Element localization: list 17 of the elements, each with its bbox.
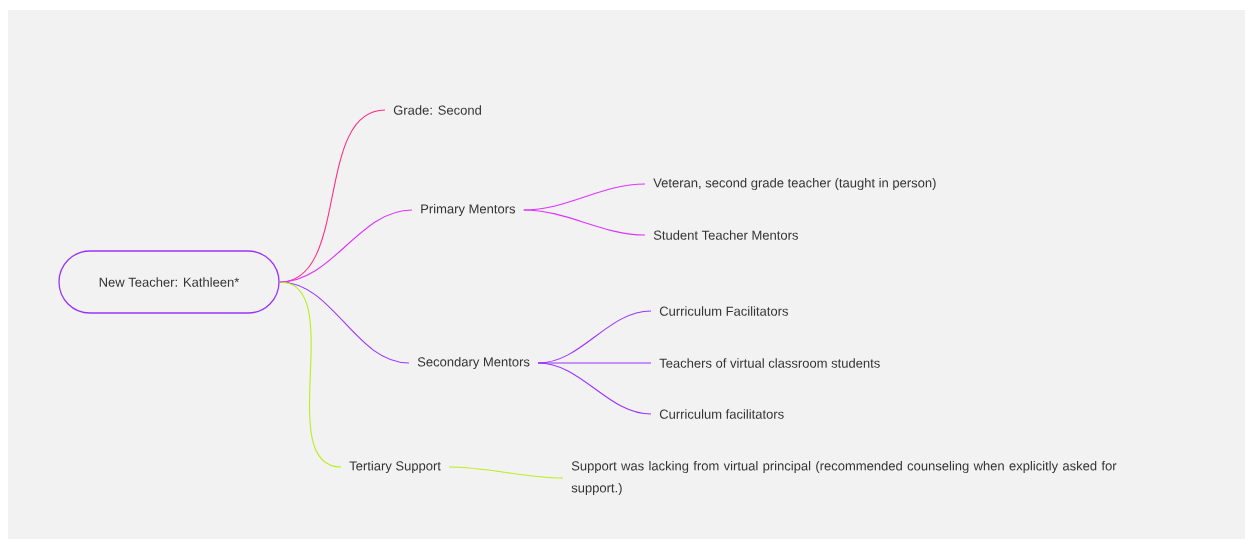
connector-curve [537, 362, 652, 364]
topic-label: Grade: Second [393, 105, 481, 115]
connector-curve [537, 362, 652, 415]
topic-label: Veteran, second grade teacher (taught in person) [653, 177, 936, 191]
topic-label: Teachers of virtual classroom students [659, 358, 880, 368]
connector-curve [448, 466, 564, 479]
topic-label: Primary Mentors [421, 203, 516, 217]
root-node: New Teacher: Kathleen* [58, 250, 280, 314]
topic-label: Support was lacking from virtual principal (recommended counseling when explicitly asked for support.) [571, 460, 1117, 496]
connector-curve [279, 209, 413, 283]
topic-label: Student Teacher Mentors [653, 230, 798, 240]
topic-label: Tertiary Support [349, 460, 441, 474]
topic-label: Secondary Mentors [417, 356, 530, 370]
connector-curve [279, 281, 342, 468]
connector-curve [523, 209, 646, 236]
topic-label: Curriculum Facilitators [659, 306, 788, 316]
topic-label: Curriculum facilitators [659, 409, 784, 419]
